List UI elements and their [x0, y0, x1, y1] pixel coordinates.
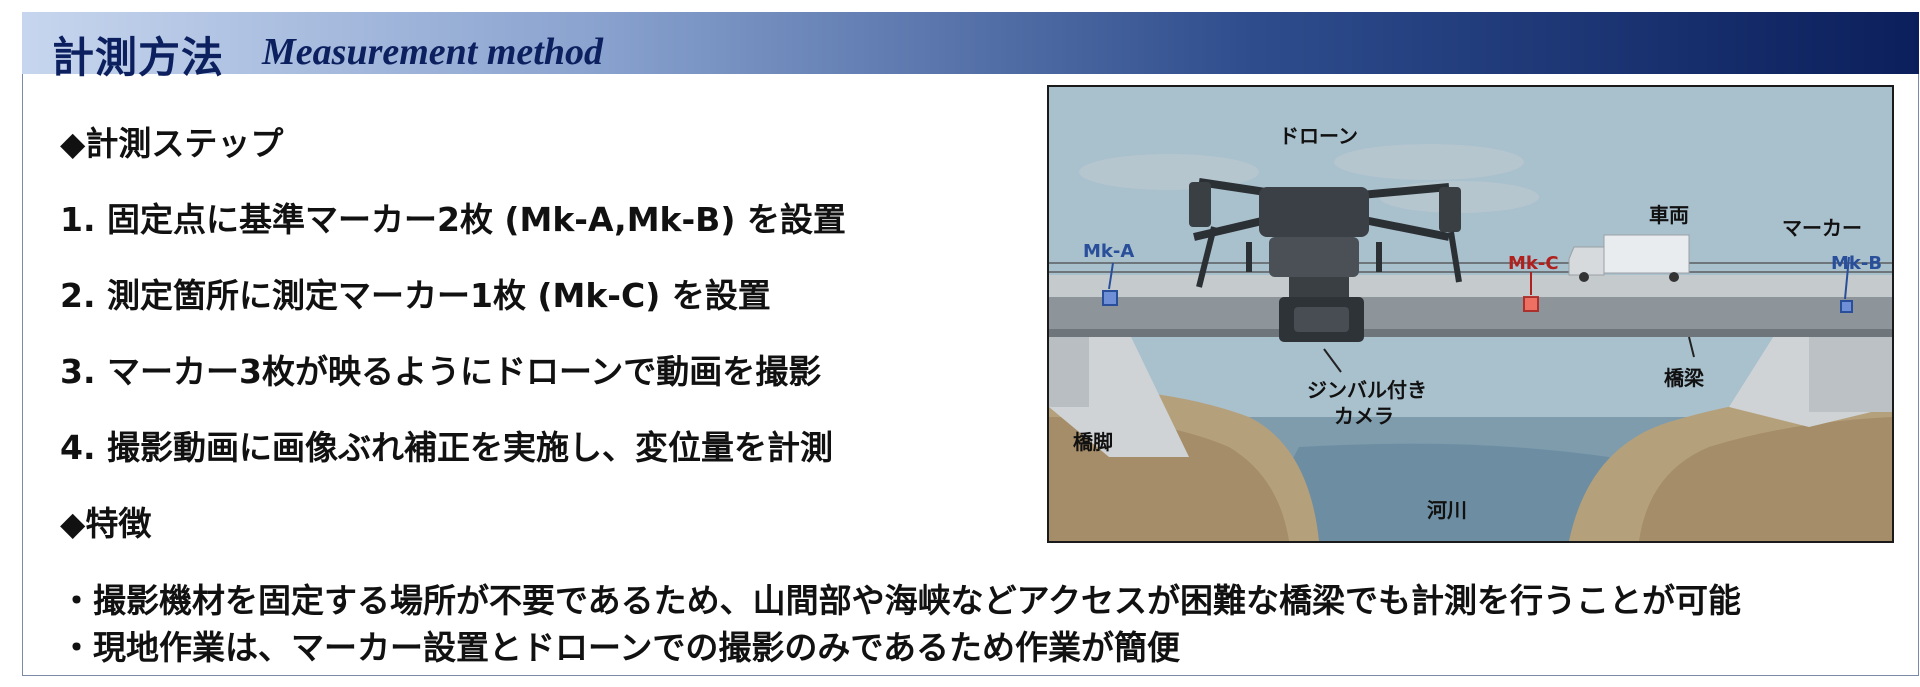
label-mk-c: Mk-C: [1508, 253, 1559, 274]
page-title: 計測方法: [52, 33, 225, 82]
label-drone: ドローン: [1279, 124, 1358, 148]
label-marker: マーカー: [1782, 216, 1862, 240]
drone: [1189, 178, 1462, 288]
label-mk-a: Mk-A: [1083, 241, 1134, 262]
sky: [1049, 87, 1892, 417]
bridge-drone-illustration: ドローン 車両 マーカー Mk-A Mk-B Mk-C ジンバル付き カメラ 橋…: [1047, 85, 1894, 543]
vehicle: [1568, 234, 1690, 282]
marker-mk-a: [1102, 290, 1118, 306]
step-1: 1. 固定点に基準マーカー2枚 (Mk-A,Mk-B) を設置: [60, 200, 846, 239]
marker-mk-b: [1840, 300, 1853, 313]
features-heading: ◆特徴: [60, 504, 152, 543]
bridge-deck: [1049, 275, 1892, 297]
label-mk-b: Mk-B: [1831, 253, 1882, 274]
feature-item-1: ・撮影機材を固定する場所が不要であるため、山間部や海峡などアクセスが困難な橋梁で…: [60, 581, 1742, 620]
label-girder: 橋梁: [1664, 366, 1705, 390]
page-title-english: Measurement method: [262, 31, 603, 73]
feature-item-2: ・現地作業は、マーカー設置とドローンでの撮影のみであるため作業が簡便: [60, 628, 1181, 667]
label-gimbal-camera-line1: ジンバル付き: [1307, 378, 1427, 402]
gimbal-camera: [1279, 277, 1364, 342]
step-3: 3. マーカー3枚が映るようにドローンで動画を撮影: [60, 352, 822, 391]
label-vehicle: 車両: [1649, 203, 1689, 227]
step-4: 4. 撮影動画に画像ぶれ補正を実施し、変位量を計測: [60, 428, 833, 467]
title-bar: 計測方法 Measurement method: [22, 12, 1919, 82]
step-2: 2. 測定箇所に測定マーカー1枚 (Mk-C) を設置: [60, 276, 771, 315]
steps-heading: ◆計測ステップ: [60, 124, 284, 163]
marker-mk-c: [1523, 296, 1539, 312]
label-gimbal-camera-line2: カメラ: [1334, 404, 1394, 428]
label-pier: 橋脚: [1073, 430, 1113, 454]
label-river: 河川: [1427, 498, 1467, 522]
